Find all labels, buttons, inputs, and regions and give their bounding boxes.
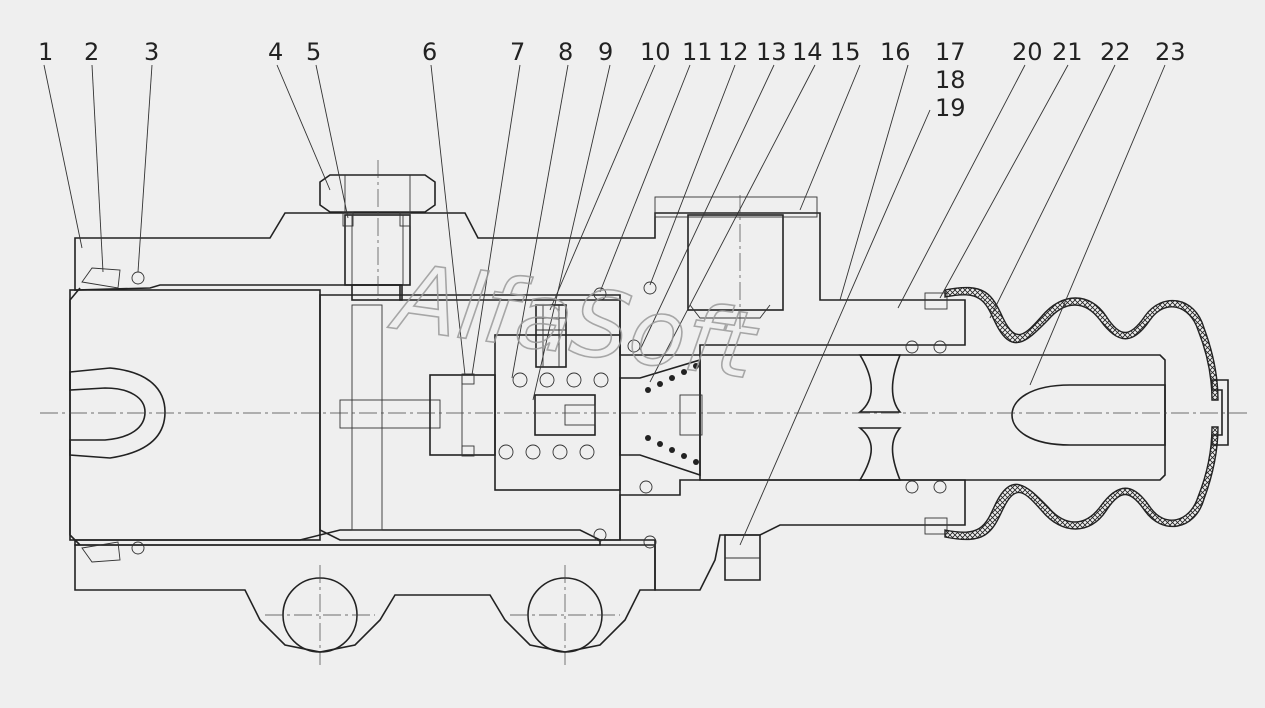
output-rod — [699, 354, 1166, 481]
callout-2: 2 — [84, 38, 99, 66]
callout-13: 13 — [756, 38, 787, 66]
callout-10: 10 — [640, 38, 671, 66]
guide-ring-bottom — [924, 517, 948, 535]
piston-radial-channel — [351, 304, 383, 531]
rod-groove — [857, 354, 902, 413]
callout-17: 17 — [935, 38, 966, 66]
callout-12: 12 — [718, 38, 749, 66]
plunger-seal-top — [461, 373, 475, 385]
o-ring-rod-2-bottom — [933, 480, 947, 494]
callout-23: 23 — [1155, 38, 1186, 66]
callout-4: 4 — [268, 38, 283, 66]
valve-plunger — [429, 374, 496, 456]
body-upper-wall — [74, 212, 966, 356]
valve-stem-bore — [564, 404, 596, 426]
bracket-lower — [724, 534, 761, 581]
body-lower-wall — [74, 479, 966, 591]
cylinder-bore — [69, 289, 321, 541]
callout-20: 20 — [1012, 38, 1043, 66]
callout-3: 3 — [144, 38, 159, 66]
plug-washer-right — [399, 211, 411, 227]
reservoir-port — [687, 214, 784, 311]
o-ring-11-bottom — [593, 528, 607, 542]
callout-5: 5 — [306, 38, 321, 66]
guide-ring-top — [924, 292, 948, 310]
callout-18: 18 — [935, 66, 966, 94]
plunger-seal-bottom — [461, 445, 475, 457]
boot-end-cap — [1211, 379, 1229, 446]
callout-19: 19 — [935, 94, 966, 122]
rod-socket — [1011, 384, 1166, 446]
callout-22: 22 — [1100, 38, 1131, 66]
piston-axial-channel — [339, 399, 441, 429]
callout-14: 14 — [792, 38, 823, 66]
callout-11: 11 — [682, 38, 713, 66]
callout-21: 21 — [1052, 38, 1083, 66]
o-ring-rod-2-top — [933, 340, 947, 354]
dust-boot — [944, 286, 1219, 401]
o-ring-3-top — [131, 271, 145, 285]
bleed-plug-head — [319, 174, 436, 213]
o-ring-rod-1-bottom — [905, 480, 919, 494]
body-base — [74, 544, 656, 653]
cuff-seal-top — [81, 267, 121, 289]
o-ring-11-top — [593, 287, 607, 301]
valve-spring — [498, 372, 609, 460]
callout-7: 7 — [510, 38, 525, 66]
o-ring-3-bottom — [131, 541, 145, 555]
o-ring-13-bottom — [639, 480, 653, 494]
o-ring-12 — [643, 281, 657, 295]
rod-nose — [679, 394, 703, 436]
callout-labels: 1 2 3 4 5 6 7 8 9 10 11 12 13 14 15 16 1… — [38, 38, 1186, 122]
piston — [319, 294, 621, 541]
callout-6: 6 — [422, 38, 437, 66]
boss-outline — [654, 196, 818, 218]
o-ring-rod-1-top — [905, 340, 919, 354]
callout-16: 16 — [880, 38, 911, 66]
callout-8: 8 — [558, 38, 573, 66]
valve-screw — [535, 304, 567, 368]
o-ring-13-top — [627, 339, 641, 353]
plug-tip — [351, 284, 403, 301]
watermark: AlfaSoft — [384, 243, 764, 400]
o-ring-lower-port — [643, 535, 657, 549]
callout-9: 9 — [598, 38, 613, 66]
dust-boot-lower — [944, 426, 1219, 541]
pushrod-cup — [69, 367, 166, 459]
callout-1: 1 — [38, 38, 53, 66]
check-spring — [645, 363, 699, 465]
leader-lines — [43, 64, 1166, 546]
bore-mouth — [69, 287, 81, 546]
callout-15: 15 — [830, 38, 861, 66]
rod-groove-lower — [857, 427, 902, 481]
cuff-seal-bottom — [81, 541, 121, 563]
plug-washer-left — [342, 211, 354, 227]
